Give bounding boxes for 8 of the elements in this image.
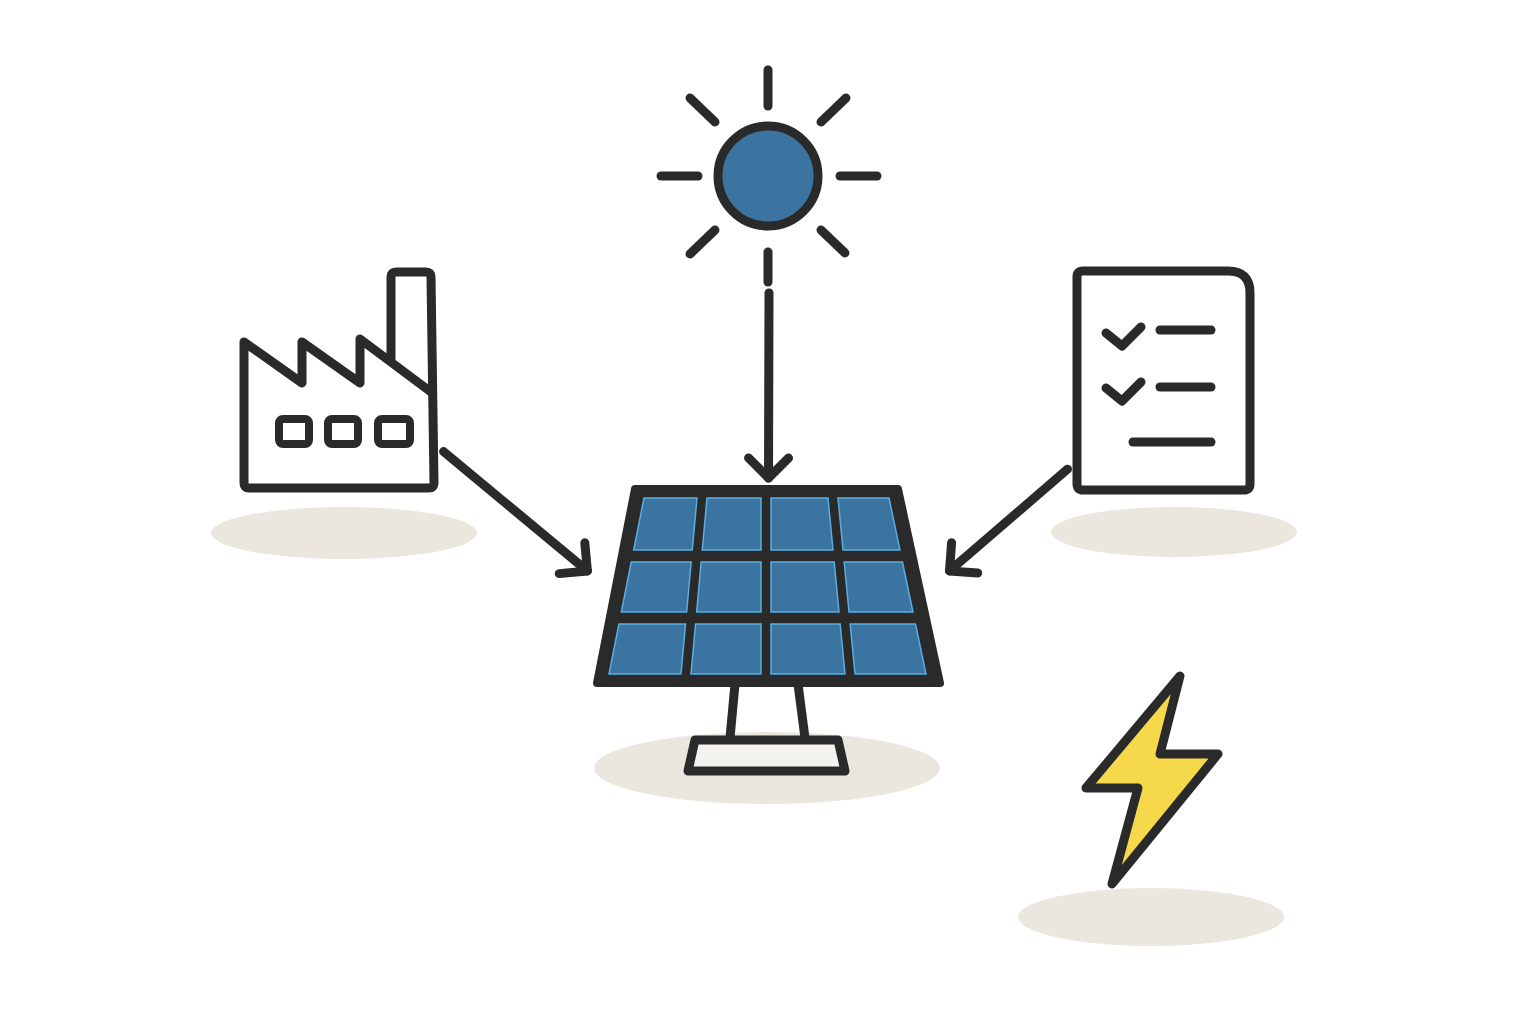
sun-icon — [656, 65, 882, 287]
arrow — [744, 288, 794, 483]
lightning-bolt-icon — [1080, 670, 1225, 891]
checklist-icon — [1072, 266, 1255, 495]
factory-icon — [239, 267, 439, 493]
arrow — [945, 464, 1072, 578]
arrow — [439, 447, 592, 579]
solar-panel-icon — [592, 484, 945, 777]
